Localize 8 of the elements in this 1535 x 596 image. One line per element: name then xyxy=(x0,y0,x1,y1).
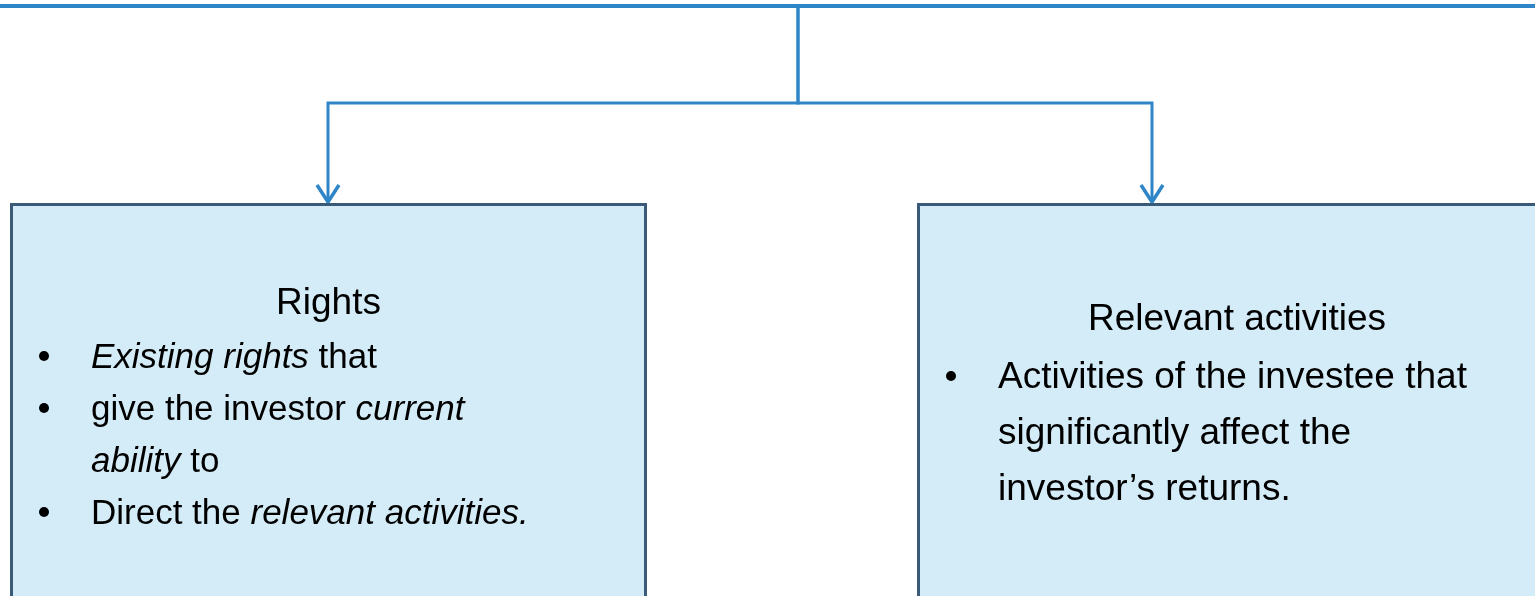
content-box xyxy=(10,203,647,596)
bullet-text: Activities of the investee that significantly affect the investor’s returns. xyxy=(998,354,1468,510)
arrow xyxy=(796,8,1165,204)
content-box xyxy=(917,203,1535,596)
bullet-text: Direct the relevant activities. xyxy=(91,491,530,533)
box-heading: Rights xyxy=(275,279,382,324)
box-heading: Relevant activities xyxy=(1086,295,1388,340)
bullet-text: Existing rights that xyxy=(91,335,378,377)
